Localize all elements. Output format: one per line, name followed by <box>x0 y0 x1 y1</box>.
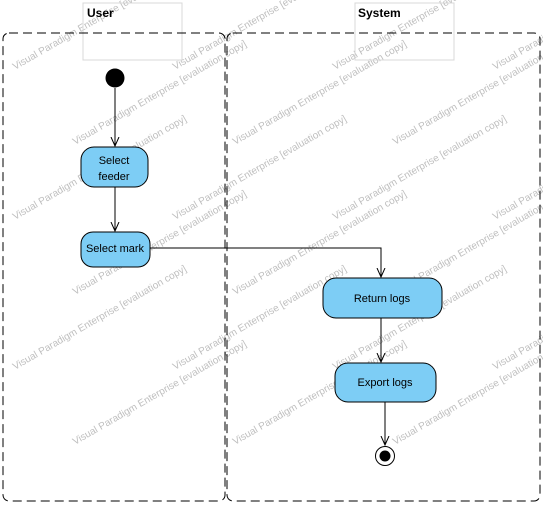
watermark-text: Visual Paradigm Enterprise [evaluation c… <box>171 0 349 73</box>
final-node[interactable] <box>375 446 395 466</box>
return-logs-label: Return logs <box>354 293 411 305</box>
user-lane-header <box>82 2 183 61</box>
watermark-layer: Visual Paradigm Enterprise [evaluation c… <box>11 0 543 448</box>
flow-select-mark-to-return-logs[interactable] <box>150 247 381 277</box>
action-export-logs[interactable]: Export logs <box>334 362 437 403</box>
system-lane-title: System <box>358 6 401 20</box>
export-logs-label: Export logs <box>357 377 413 389</box>
system-swimlane[interactable] <box>226 32 541 502</box>
user-swimlane[interactable] <box>2 32 226 502</box>
action-select-mark[interactable]: Select mark <box>80 231 151 268</box>
action-return-logs[interactable]: Return logs <box>322 277 443 319</box>
user-lane-title: User <box>87 6 114 20</box>
system-lane-header <box>354 2 455 61</box>
watermark-text: Visual Paradigm Enterprise [evaluation c… <box>71 339 249 448</box>
action-select-feeder[interactable]: Select feeder <box>80 146 149 188</box>
select-feeder-label-line-1: Select <box>99 155 130 167</box>
initial-node[interactable] <box>105 68 125 88</box>
select-feeder-label-line-2: feeder <box>98 171 130 183</box>
select-mark-label: Select mark <box>86 243 145 255</box>
